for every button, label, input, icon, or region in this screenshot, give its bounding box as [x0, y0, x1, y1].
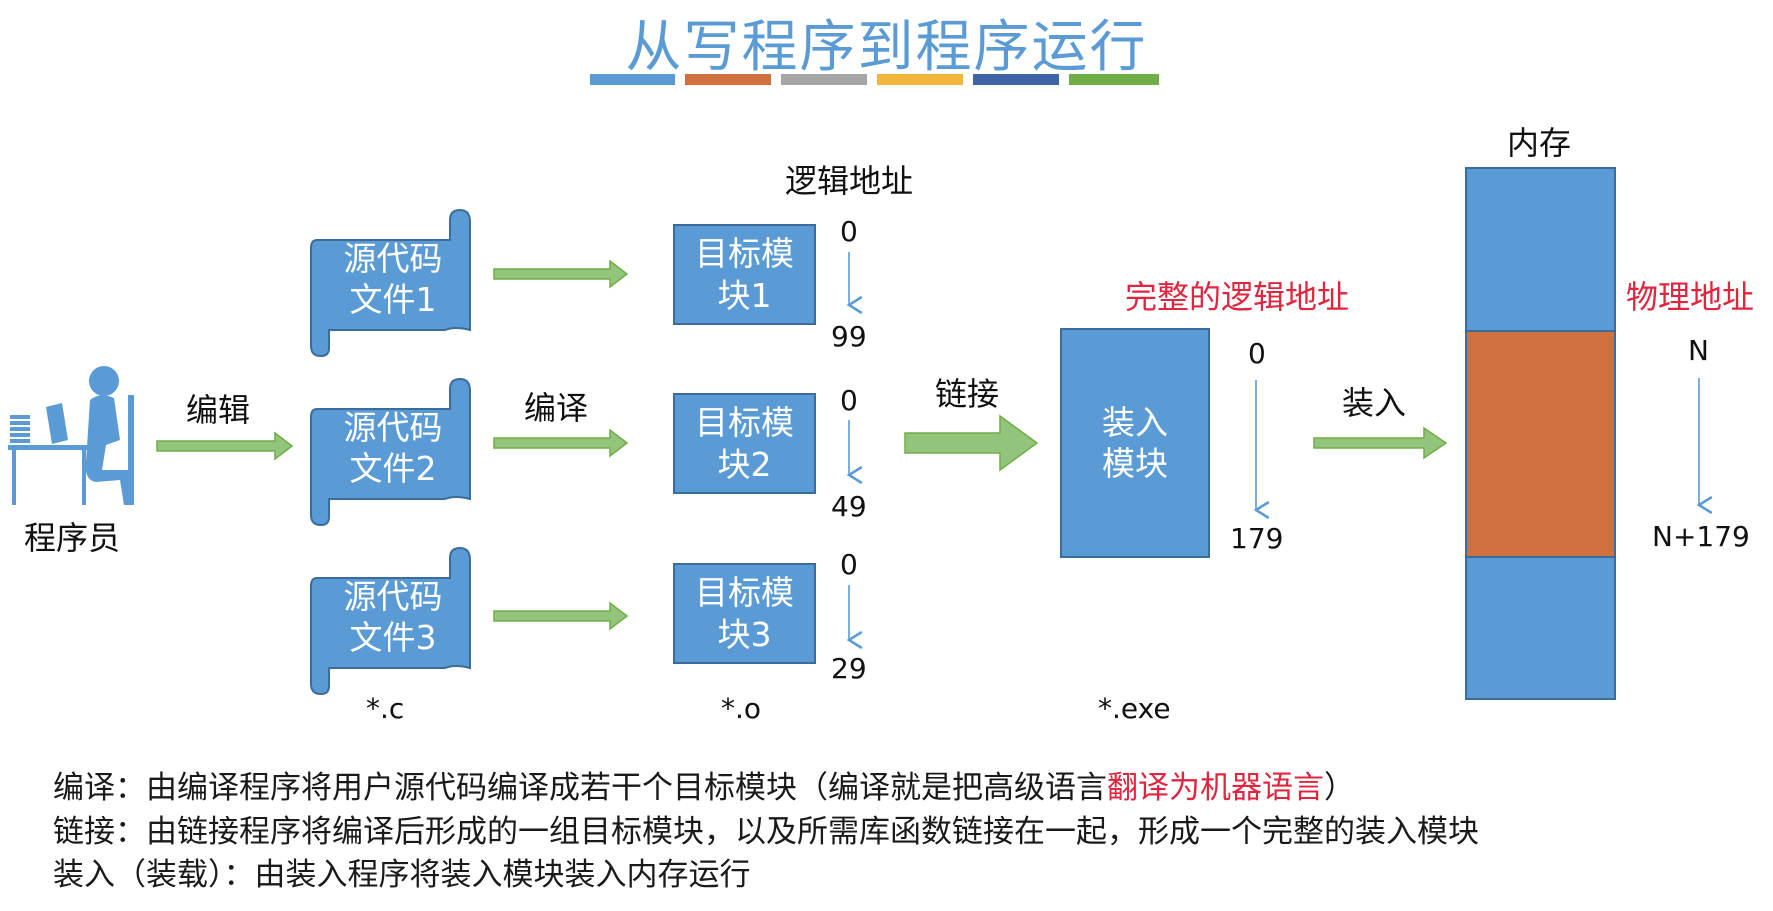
compile-arrow-2 [493, 428, 629, 458]
physical-address-label: 物理地址 [1626, 278, 1755, 316]
object-module-3-line2: 块3 [717, 614, 772, 654]
object-module-3-line1: 目标模 [695, 573, 794, 613]
load-module-line2: 模块 [1102, 444, 1168, 483]
compile-description: 编译：由编译程序将用户源代码编译成若干个目标模块（编译就是把高级语言翻译为机器语… [53, 762, 1355, 807]
source-file-2-line2: 文件2 [349, 449, 437, 488]
module-3-end-address: 29 [831, 652, 867, 685]
link-label: 链接 [935, 375, 1000, 413]
module-1-end-address: 99 [831, 320, 867, 353]
source-file-3: 源代码文件3 [320, 570, 466, 664]
page-title: 从写程序到程序运行 [625, 15, 1148, 80]
memory-block-bottom [1465, 556, 1616, 700]
source-file-1-line1: 源代码 [343, 238, 443, 278]
compile-description-highlight: 翻译为机器语言 [1107, 770, 1324, 806]
compile-arrow-1 [493, 259, 629, 289]
object-module-2: 目标模块2 [673, 393, 816, 494]
source-file-1: 源代码文件1 [320, 232, 466, 326]
programmer-label: 程序员 [24, 519, 121, 557]
compile-label: 编译 [524, 389, 589, 427]
title-stripe-2 [685, 74, 771, 85]
link-description: 链接：由链接程序将编译后形成的一组目标模块，以及所需库函数链接在一起，形成一个完… [53, 814, 1479, 850]
title-stripe-3 [781, 74, 867, 85]
load-description: 装入（装载）：由装入程序将装入模块装入内存运行 [53, 857, 751, 893]
source-file-3-line2: 文件3 [349, 618, 437, 657]
ext-exe-label: *.exe [1098, 692, 1171, 725]
physical-end-address: N+179 [1652, 520, 1750, 553]
load-module-line1: 装入 [1102, 402, 1168, 442]
module-2-start-address: 0 [840, 384, 858, 417]
physical-start-address: N [1688, 334, 1709, 367]
module-3-start-address: 0 [840, 548, 858, 581]
object-module-2-line2: 块2 [717, 444, 772, 484]
logical-address-label: 逻辑地址 [785, 162, 914, 200]
compile-arrow-3 [493, 601, 629, 631]
module-1-start-address: 0 [840, 215, 858, 248]
object-module-1: 目标模块1 [673, 224, 816, 325]
object-module-2-line1: 目标模 [695, 403, 794, 443]
source-file-2-line1: 源代码 [343, 407, 443, 447]
title-stripe-5 [973, 74, 1059, 85]
programmer-icon [8, 366, 134, 505]
title-stripe-6 [1069, 74, 1159, 85]
memory-block-top [1465, 167, 1616, 332]
complete-logical-address-label: 完整的逻辑地址 [1125, 278, 1350, 316]
ext-o-label: *.o [721, 692, 762, 725]
title-stripe-4 [877, 74, 963, 85]
source-file-2: 源代码文件2 [320, 401, 466, 495]
object-module-1-line1: 目标模 [695, 234, 794, 274]
edit-arrow [156, 431, 294, 461]
compile-description-suffix: ） [1324, 770, 1355, 806]
load-module: 装入模块 [1060, 328, 1210, 558]
load-module-end-address: 179 [1230, 522, 1284, 555]
link-arrow [904, 414, 1039, 472]
memory-label: 内存 [1507, 124, 1572, 162]
load-arrow [1313, 426, 1448, 460]
edit-label: 编辑 [186, 391, 251, 429]
source-file-1-line2: 文件1 [349, 280, 437, 319]
load-label: 装入 [1342, 384, 1407, 422]
source-file-3-line1: 源代码 [343, 576, 443, 616]
object-module-3: 目标模块3 [673, 563, 816, 664]
memory-block-loaded [1465, 330, 1616, 558]
compile-description-text: 编译：由编译程序将用户源代码编译成若干个目标模块（编译就是把高级语言 [53, 770, 1107, 806]
module-2-end-address: 49 [831, 490, 867, 523]
object-module-1-line2: 块1 [717, 275, 772, 315]
title-stripe-1 [590, 74, 675, 85]
load-module-start-address: 0 [1248, 337, 1266, 370]
ext-c-label: *.c [366, 692, 405, 725]
